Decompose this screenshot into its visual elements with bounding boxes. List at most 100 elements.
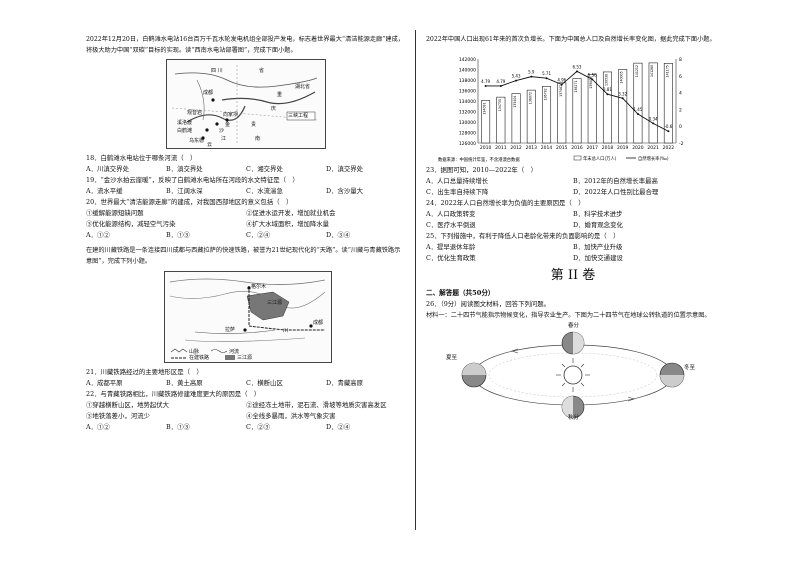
population-chart-svg: 1420001400001380001360001340001320001300… bbox=[438, 57, 684, 163]
option[interactable]: D．青藏高原 bbox=[326, 379, 364, 387]
option[interactable]: A．①② bbox=[86, 231, 110, 239]
map1-label: 溪洛渡 bbox=[177, 120, 193, 126]
option[interactable]: C．出生率自持续下降 bbox=[426, 188, 489, 196]
orbit-label: 秋分 bbox=[568, 415, 580, 421]
map1-label: 江 bbox=[221, 136, 227, 142]
rate-value-label: -0.6 bbox=[664, 124, 672, 129]
rate-point bbox=[621, 97, 624, 100]
option[interactable]: D．含沙量大 bbox=[326, 187, 364, 195]
bar-value-label: 135404 bbox=[513, 96, 517, 108]
map1-label: 南 bbox=[255, 136, 261, 142]
bar bbox=[511, 93, 521, 144]
map1-label: 庆 bbox=[271, 106, 277, 112]
rate-point bbox=[515, 79, 518, 82]
map1-label: 贵 bbox=[251, 122, 257, 128]
rate-point bbox=[530, 75, 533, 78]
option[interactable]: A．①② bbox=[86, 423, 110, 431]
option[interactable]: B．加快产业升级 bbox=[573, 243, 623, 251]
bar bbox=[496, 96, 506, 144]
bar bbox=[648, 62, 658, 144]
option[interactable]: C．横断山区 bbox=[246, 379, 283, 387]
question-26: 26．（9分）阅读图文材料，回答下列问题。 bbox=[426, 300, 551, 308]
question-23: 23．据图可知，2010—2022年（ ） bbox=[426, 166, 537, 174]
option[interactable]: B．2012年的自然增长率最高 bbox=[573, 177, 658, 185]
option[interactable]: D．婚育观念变化 bbox=[573, 221, 623, 229]
material-text: 材料一：二十四节气能指示物候变化，指导农业生产。下图为二十四节气在地球公转轨道的… bbox=[426, 312, 711, 319]
map2-label: 三江源 bbox=[267, 300, 283, 306]
q20-options: A．①② B．①③ C．②④ D．③④ bbox=[86, 230, 406, 241]
map1-label: 观音岩 bbox=[187, 110, 203, 116]
y-tick-label: 142000 bbox=[459, 57, 476, 63]
bar bbox=[542, 86, 552, 144]
question-20: 20．世界最大“清洁能源走廊”的建成，对我国西部地区的意义包括（ ） bbox=[86, 198, 293, 206]
legend-label: 年末总人口(万人) bbox=[583, 155, 617, 162]
x-tick-label: 2014 bbox=[541, 145, 553, 151]
option[interactable]: C．②④ bbox=[246, 231, 271, 239]
map1-label: 乌东德 bbox=[189, 138, 205, 144]
option[interactable]: A．流水平缓 bbox=[86, 187, 123, 195]
option[interactable]: C．②③ bbox=[246, 423, 271, 431]
bar-value-label: 134735 bbox=[498, 99, 502, 111]
rate-value-label: 4.79 bbox=[481, 79, 490, 84]
option[interactable]: C．医疗水平倒退 bbox=[426, 221, 476, 229]
bar bbox=[602, 71, 612, 144]
option[interactable]: B．江阔水深 bbox=[166, 187, 203, 195]
rate-point bbox=[591, 78, 594, 81]
intro-text-1: 2022年12月20日，白鹤滩水电站16台百万千瓦水轮发电机组全部投产发电，标志… bbox=[86, 36, 404, 54]
orbit-diagram-svg bbox=[461, 331, 685, 419]
y-tick-label: 138000 bbox=[459, 78, 476, 84]
map1-label: 省 bbox=[259, 68, 265, 74]
rate-point bbox=[499, 84, 502, 87]
map1-label: 三峡工程 bbox=[288, 113, 309, 119]
option[interactable]: C．优化生育政策 bbox=[426, 254, 476, 262]
rate-value-label: 4.79 bbox=[496, 79, 505, 84]
option[interactable]: B．黄土高原 bbox=[166, 379, 203, 387]
bar-value-label: 141212 bbox=[635, 65, 639, 77]
rate-point bbox=[545, 77, 548, 80]
bar-value-label: 136072 bbox=[528, 92, 532, 104]
option[interactable]: A．川滇交界处 bbox=[86, 165, 129, 173]
volume-heading: 第 II 卷 bbox=[550, 268, 596, 283]
option[interactable]: A．提早退休年龄 bbox=[426, 243, 476, 251]
map2-legend: 在建铁路 bbox=[189, 355, 210, 361]
option[interactable]: B．滇交界处 bbox=[166, 165, 203, 173]
right-column: 2022年中国人口出现61年来的首次负增长。下面为中国总人口及自然增长率变化图，… bbox=[426, 34, 720, 421]
bar-value-label: 136782 bbox=[544, 88, 548, 100]
option[interactable]: B．①③ bbox=[166, 423, 190, 431]
statement: ③地铁落差小，河流少 bbox=[86, 412, 150, 420]
option[interactable]: C．水流湍急 bbox=[246, 187, 283, 195]
x-tick-label: 2018 bbox=[602, 145, 614, 151]
option[interactable]: B．①③ bbox=[166, 231, 190, 239]
x-tick-label: 2022 bbox=[663, 145, 675, 151]
option[interactable]: A．人口总量持续增长 bbox=[426, 177, 489, 185]
rate-value-label: 1.45 bbox=[633, 107, 642, 112]
rate-value-label: 5.9 bbox=[528, 70, 535, 75]
legend-label: 自然增长率(‰) bbox=[638, 155, 669, 162]
q19-options: A．流水平缓 B．江阔水深 C．水流湍急 D．含沙量大 bbox=[86, 186, 406, 197]
x-tick-label: 2010 bbox=[480, 145, 492, 151]
option[interactable]: B．科学技术进步 bbox=[573, 210, 623, 218]
option[interactable]: D．滇交界处 bbox=[326, 165, 364, 173]
option[interactable]: A．人口政策转变 bbox=[426, 210, 476, 218]
option[interactable]: D．③④ bbox=[326, 231, 351, 239]
map2-legend: 河流 bbox=[229, 349, 240, 355]
option[interactable]: D．加快交通建设 bbox=[573, 254, 623, 262]
rate-value-label: 5.71 bbox=[542, 71, 551, 76]
option[interactable]: A．成都平原 bbox=[86, 379, 123, 387]
rate-value-label: 5.58 bbox=[588, 72, 597, 77]
statement: ②促进水运开发，增加就业机会 bbox=[246, 209, 336, 217]
q22-items: ①穿越横断山区，地势起伏大 ②途经冻土地带，泥石流、滑坡等地质灾害高发区 ③地铁… bbox=[86, 400, 406, 422]
q18-options: A．川滇交界处 B．滇交界处 C．湘交界处 D．滇交界处 bbox=[86, 164, 406, 175]
x-tick-label: 2020 bbox=[632, 145, 644, 151]
option[interactable]: C．湘交界处 bbox=[246, 165, 283, 173]
map2-label: 格尔木 bbox=[251, 284, 267, 290]
q21-options: A．成都平原 B．黄土高原 C．横断山区 D．青藏高原 bbox=[86, 378, 406, 389]
map2-legend: 三江源 bbox=[237, 355, 253, 361]
option[interactable]: D．2022年人口性别比最合理 bbox=[573, 188, 659, 196]
question-24: 24．2022年人口自然增长率为负值的主要原因是（ ） bbox=[426, 199, 585, 207]
bar-value-label: 138271 bbox=[574, 80, 578, 92]
option[interactable]: D．②④ bbox=[326, 423, 351, 431]
y-tick-label: 126000 bbox=[459, 141, 476, 147]
hydropower-map: 四 川 省 成都 重 湖北省 庆 三峡工程 向家坝 溪洛渡 白鹤滩 乌东德 沙 … bbox=[166, 59, 326, 149]
